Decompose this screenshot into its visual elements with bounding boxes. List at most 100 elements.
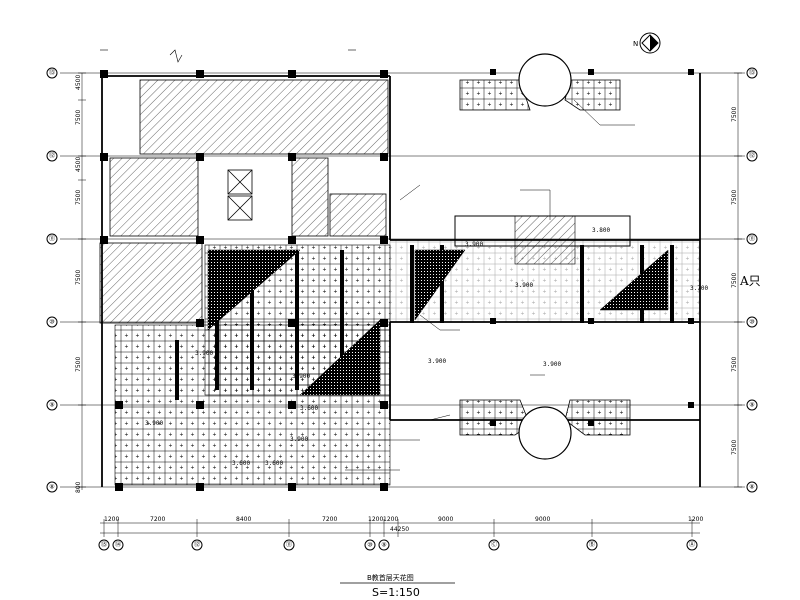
svg-text:⑪: ⑪ bbox=[49, 235, 55, 243]
structural-columns bbox=[100, 69, 694, 491]
bottom-dimension-texts: 1200 7200 8400 7200 1200 1200 9000 9000 … bbox=[104, 516, 703, 533]
bottom-dimension-chain bbox=[100, 519, 700, 537]
axis-bubble: ⑭ bbox=[112, 539, 124, 551]
drawing-title: B教首层天花图 bbox=[367, 573, 414, 582]
dimension-value: 7200 bbox=[150, 516, 165, 523]
svg-text:Ⓐ: Ⓐ bbox=[689, 541, 695, 549]
elevation-mark: 3.600 bbox=[232, 460, 250, 467]
drawing-scale: S=1:150 bbox=[372, 586, 420, 599]
svg-text:⑨: ⑨ bbox=[749, 402, 754, 409]
dimension-total: 44250 bbox=[390, 526, 409, 533]
svg-text:⑪: ⑪ bbox=[286, 541, 292, 549]
dimension-value: 7500 bbox=[731, 107, 738, 122]
elevation-mark: 3.900 bbox=[515, 282, 533, 289]
axis-bubble: Ⓑ bbox=[586, 539, 598, 551]
elevation-mark: 3.700 bbox=[690, 285, 708, 292]
dimension-value: 1200 bbox=[368, 516, 383, 523]
elevation-mark: 3.800 bbox=[592, 227, 610, 234]
right-wing-grid bbox=[389, 215, 701, 323]
elevation-mark: 3.900 bbox=[465, 241, 483, 248]
dimension-value: 7200 bbox=[322, 516, 337, 523]
svg-text:⑩: ⑩ bbox=[367, 542, 372, 549]
dimension-value: 7500 bbox=[75, 110, 82, 125]
svg-text:⑮: ⑮ bbox=[101, 541, 107, 549]
right-dimension-chain bbox=[734, 72, 742, 488]
axis-bubble: ⑨ bbox=[46, 399, 58, 411]
elevation-mark: 3.900 bbox=[195, 350, 213, 357]
axis-bubble: ⑫ bbox=[191, 539, 203, 551]
axis-bubble: ⑧ bbox=[46, 481, 58, 493]
dimension-value: 800 bbox=[75, 481, 82, 493]
axis-bubble: ⑪ bbox=[46, 233, 58, 245]
dimension-value: 4500 bbox=[75, 157, 82, 172]
axis-bubble: Ⓒ bbox=[488, 539, 500, 551]
svg-text:⑫: ⑫ bbox=[194, 541, 200, 549]
axis-bubble: ⑫ bbox=[746, 150, 758, 162]
svg-text:Ⓒ: Ⓒ bbox=[491, 541, 497, 549]
dimension-value: 7500 bbox=[731, 273, 738, 288]
dimension-value: 7500 bbox=[731, 190, 738, 205]
right-axis-labels: ⑬ ⑫ ⑪ ⑩ ⑨ ⑧ bbox=[746, 67, 758, 493]
svg-text:⑧: ⑧ bbox=[49, 484, 54, 491]
svg-text:⑩: ⑩ bbox=[749, 319, 754, 326]
rotunda-top bbox=[459, 53, 621, 111]
svg-text:⑫: ⑫ bbox=[49, 152, 55, 160]
elevation-markers: 3.900 3.900 3.600 3.900 3.600 3.600 3.90… bbox=[145, 227, 708, 467]
axis-bubble: ⑨ bbox=[378, 539, 390, 551]
dimension-value: 1200 bbox=[104, 516, 119, 523]
elevation-mark: 3.900 bbox=[543, 361, 561, 368]
bottom-axis-labels: ⑮ ⑭ ⑫ ⑪ ⑩ ⑨ Ⓒ Ⓑ Ⓐ bbox=[98, 539, 698, 551]
dimension-value: 7500 bbox=[731, 357, 738, 372]
dimension-value: 1200 bbox=[383, 516, 398, 523]
axis-bubble: ⑨ bbox=[746, 399, 758, 411]
svg-text:⑩: ⑩ bbox=[49, 319, 54, 326]
break-lines bbox=[100, 49, 356, 63]
hatched-rooms bbox=[99, 79, 389, 324]
dimension-value: 7500 bbox=[75, 270, 82, 285]
dimension-value: 1200 bbox=[688, 516, 703, 523]
north-arrow-icon: N bbox=[633, 32, 661, 54]
axis-bubble: ⑫ bbox=[46, 150, 58, 162]
elevation-mark: 3.900 bbox=[145, 420, 163, 427]
elevator-cores bbox=[227, 169, 387, 237]
axis-bubble: ⑬ bbox=[46, 67, 58, 79]
axis-bubble: ⑧ bbox=[746, 481, 758, 493]
svg-text:⑬: ⑬ bbox=[749, 69, 755, 77]
drawing-title-block: B教首层天花图 S=1:150 bbox=[340, 573, 455, 599]
left-axis-labels: ⑬ ⑫ ⑪ ⑩ ⑨ ⑧ bbox=[46, 67, 58, 493]
dimension-value: 4500 bbox=[75, 75, 82, 90]
right-dimension-texts: 7500 7500 7500 7500 7500 bbox=[731, 107, 738, 455]
elevation-mark: 3.900 bbox=[290, 436, 308, 443]
svg-text:⑭: ⑭ bbox=[115, 541, 121, 549]
axis-bubble: ⑬ bbox=[746, 67, 758, 79]
dimension-value: 7500 bbox=[75, 190, 82, 205]
north-label: N bbox=[633, 40, 638, 48]
svg-text:⑫: ⑫ bbox=[749, 152, 755, 160]
axis-bubble: ⑩ bbox=[364, 539, 376, 551]
svg-text:⑨: ⑨ bbox=[381, 542, 386, 549]
annotation-leaders bbox=[345, 99, 635, 471]
svg-text:Ⓑ: Ⓑ bbox=[589, 541, 595, 549]
dimension-value: 9000 bbox=[535, 516, 550, 523]
rotunda-bottom bbox=[459, 399, 631, 460]
axis-bubble: ⑮ bbox=[98, 539, 110, 551]
elevation-mark: 3.900 bbox=[292, 373, 310, 380]
dimension-value: 9000 bbox=[438, 516, 453, 523]
axis-bubble: ⑪ bbox=[283, 539, 295, 551]
elevation-mark: 3.900 bbox=[428, 358, 446, 365]
axis-bubble: ⑩ bbox=[746, 316, 758, 328]
left-dimension-chain bbox=[78, 72, 86, 490]
elevation-mark: 3.600 bbox=[265, 460, 283, 467]
svg-text:⑪: ⑪ bbox=[749, 235, 755, 243]
axis-bubble: ⑪ bbox=[746, 233, 758, 245]
svg-text:⑧: ⑧ bbox=[749, 484, 754, 491]
elevation-view-label: A只 bbox=[739, 274, 761, 288]
axis-bubble: Ⓐ bbox=[686, 539, 698, 551]
dimension-value: 7500 bbox=[731, 440, 738, 455]
svg-text:⑨: ⑨ bbox=[49, 402, 54, 409]
dimension-value: 8400 bbox=[236, 516, 251, 523]
axis-bubble: ⑩ bbox=[46, 316, 58, 328]
dimension-value: 7500 bbox=[75, 357, 82, 372]
elevation-mark: 3.600 bbox=[300, 405, 318, 412]
